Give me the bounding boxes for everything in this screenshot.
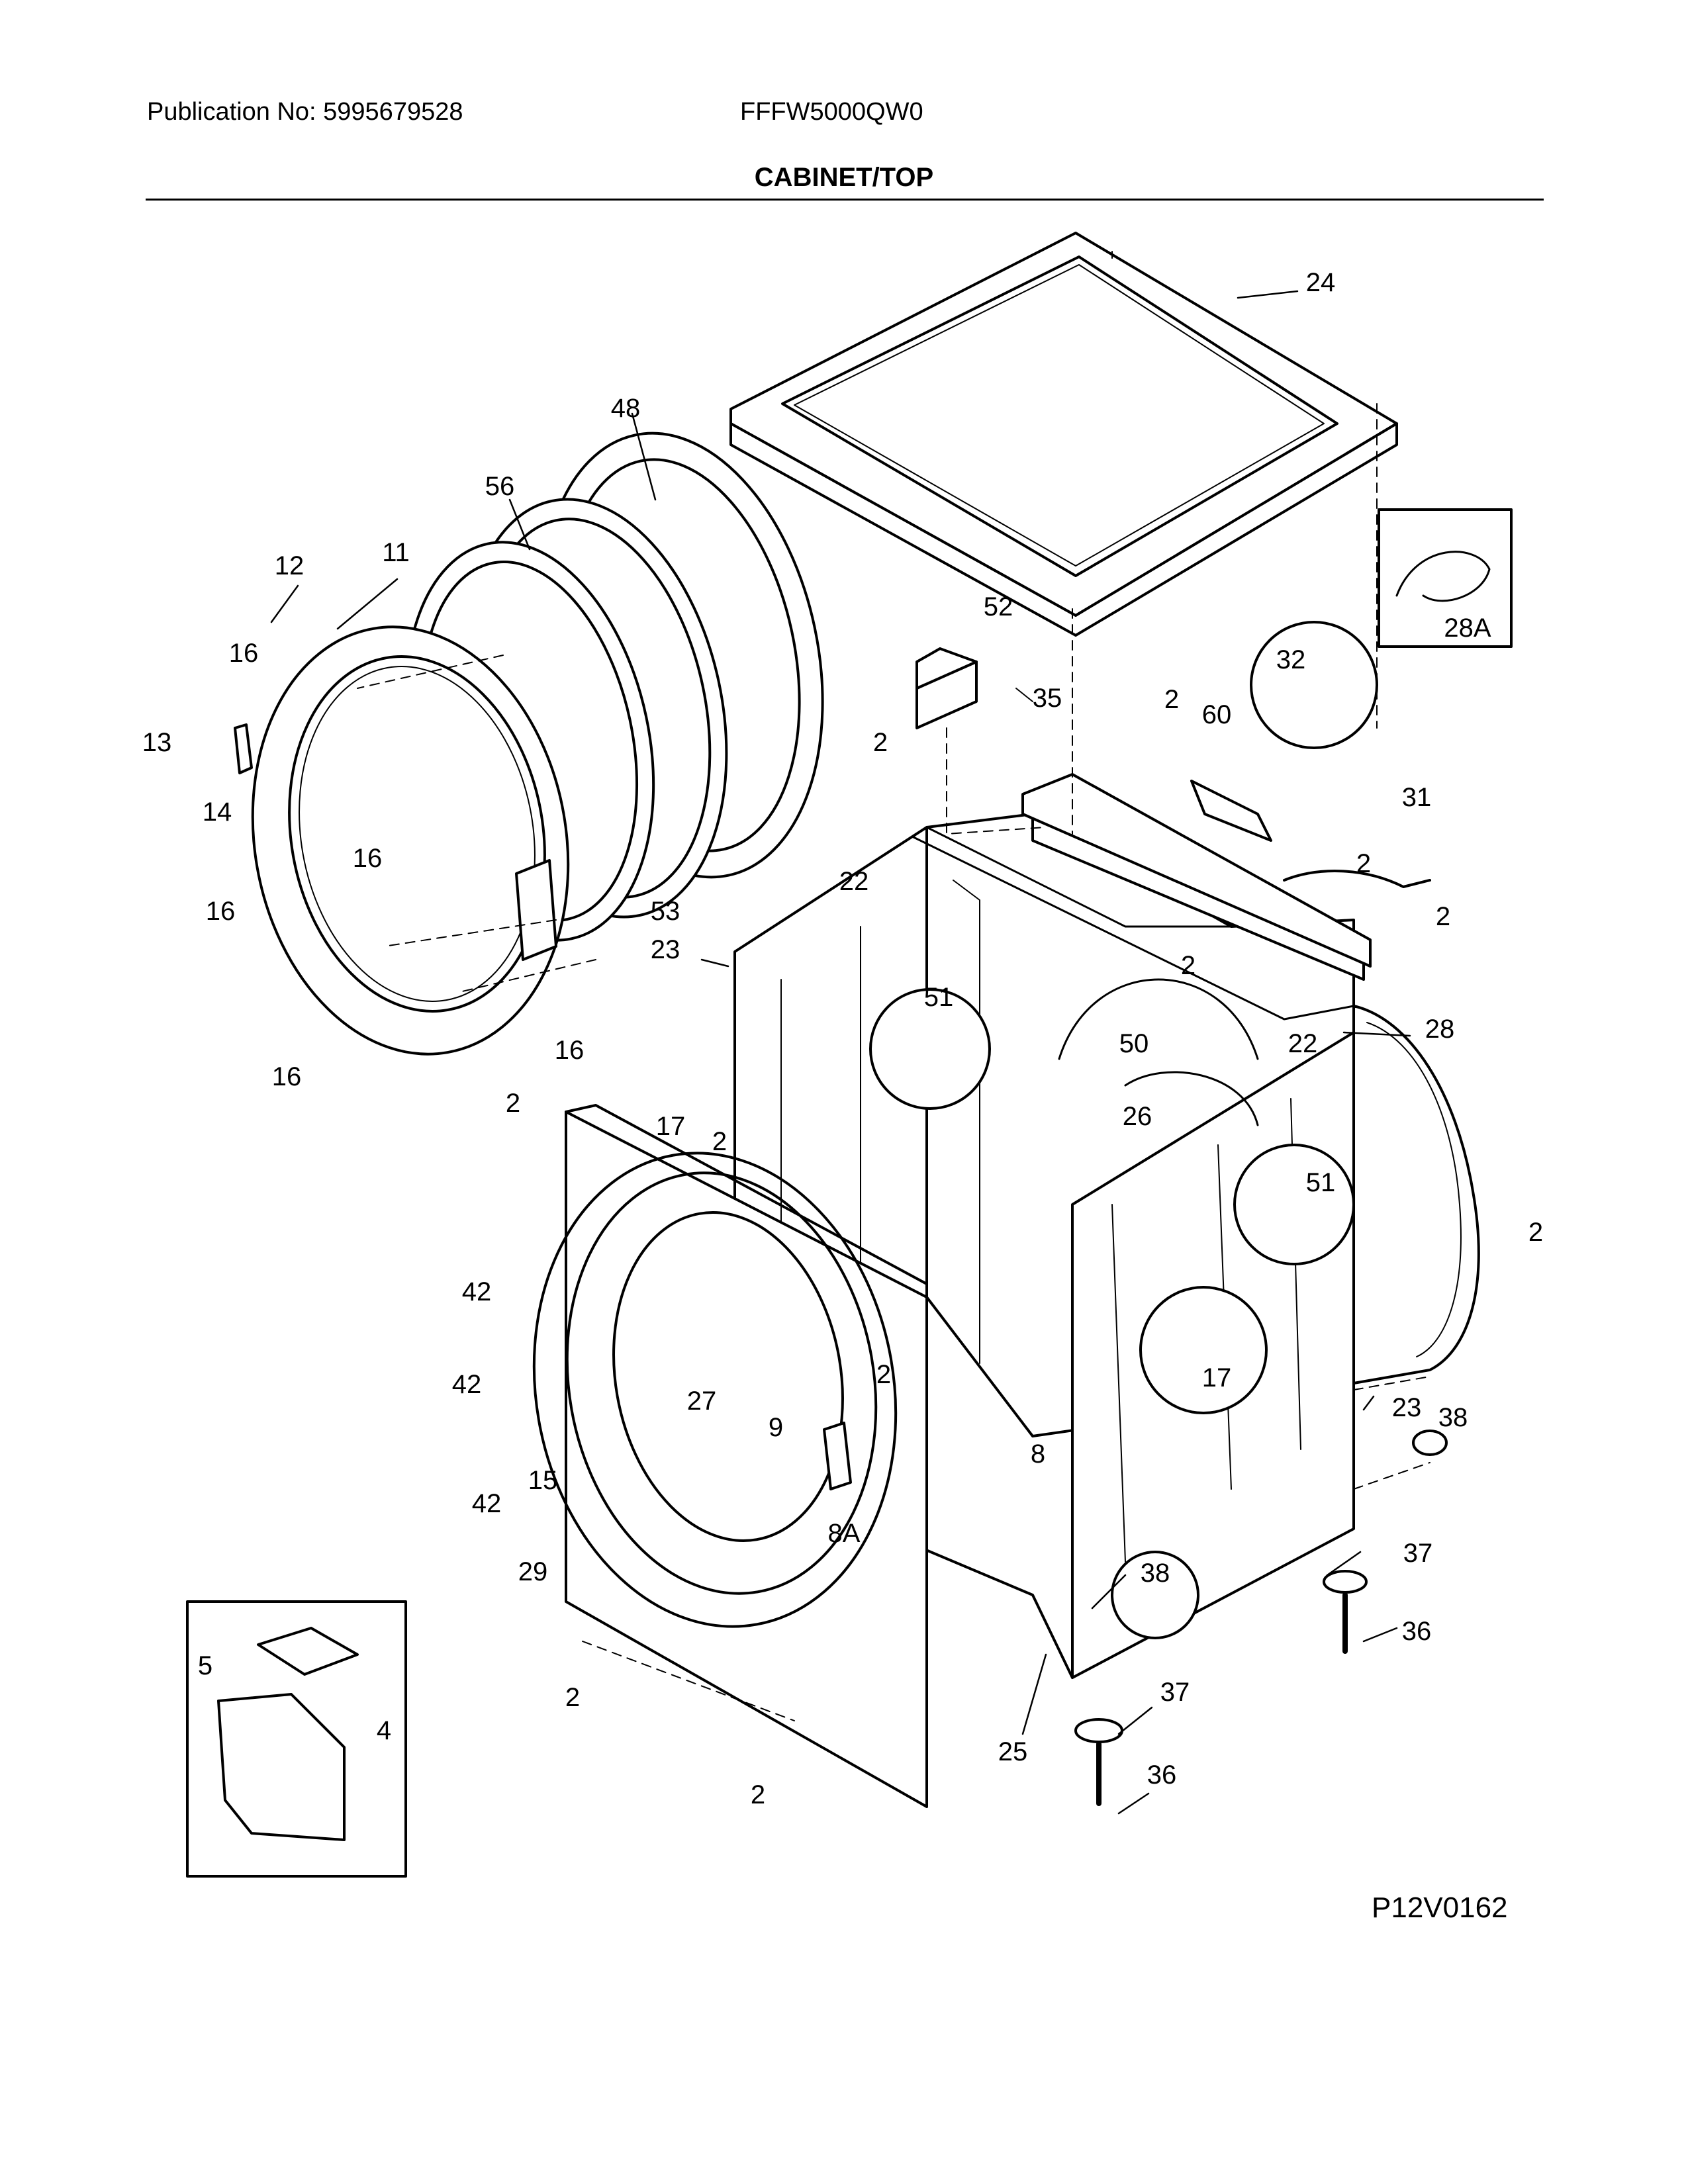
callout-2: 2: [1356, 849, 1371, 878]
callout-16: 16: [272, 1062, 302, 1091]
callout-38: 38: [1141, 1559, 1170, 1588]
callout-13: 13: [142, 728, 172, 757]
callout-9: 9: [769, 1413, 783, 1442]
callout-16: 16: [229, 639, 259, 668]
callout-2: 2: [873, 728, 888, 757]
header-rule: [146, 199, 1544, 201]
callout-23: 23: [651, 935, 680, 964]
door-assembly: [234, 432, 824, 1056]
diagram-reference: P12V0162: [1372, 1891, 1508, 1924]
callout-38: 38: [1438, 1403, 1468, 1432]
callout-42: 42: [472, 1489, 502, 1518]
callout-36: 36: [1402, 1617, 1432, 1646]
callout-8a: 8A: [828, 1519, 861, 1548]
callout-35: 35: [1033, 684, 1062, 713]
callout-15: 15: [528, 1466, 558, 1495]
callout-2: 2: [1181, 951, 1196, 980]
callout-24: 24: [1306, 268, 1336, 297]
detail-circle-51-left: [869, 988, 991, 1110]
callout-31: 31: [1402, 783, 1432, 812]
callout-28: 28: [1425, 1015, 1455, 1044]
detail-circle-51-right: [1233, 1144, 1355, 1265]
inset-28a-box: [1378, 508, 1513, 648]
callout-4: 4: [377, 1716, 391, 1745]
callout-25: 25: [998, 1737, 1028, 1766]
callout-2: 2: [565, 1683, 580, 1712]
leveling-feet: [1074, 1430, 1448, 1806]
callout-32: 32: [1276, 645, 1306, 674]
alignment-lines: [357, 251, 1430, 1721]
callout-29: 29: [518, 1557, 548, 1586]
callout-8: 8: [1031, 1439, 1045, 1469]
callout-14: 14: [203, 797, 232, 827]
callout-28a: 28A: [1444, 614, 1491, 643]
back-cover: [1352, 1005, 1480, 1385]
callout-23: 23: [1392, 1393, 1422, 1422]
callout-37: 37: [1160, 1678, 1190, 1707]
callout-17: 17: [1202, 1363, 1232, 1392]
callout-2: 2: [506, 1089, 520, 1118]
callout-53: 53: [651, 897, 680, 926]
callout-2: 2: [1436, 902, 1450, 931]
publication-number: Publication No: 5995679528: [147, 98, 463, 126]
callout-27: 27: [687, 1387, 717, 1416]
callout-16: 16: [206, 897, 236, 926]
top-bracket: [915, 647, 1431, 968]
callout-22: 22: [839, 867, 869, 896]
callout-37: 37: [1403, 1539, 1433, 1568]
callout-2: 2: [1164, 685, 1179, 714]
detail-circle-38: [1111, 1551, 1199, 1639]
callout-16: 16: [555, 1036, 585, 1065]
detail-circle-32: [1250, 621, 1378, 749]
callout-56: 56: [485, 472, 515, 501]
callout-12: 12: [275, 551, 305, 580]
top-panel: [729, 232, 1398, 637]
callout-17: 17: [656, 1112, 686, 1141]
callout-2: 2: [876, 1360, 891, 1389]
front-panel: [532, 1104, 928, 1808]
callout-51: 51: [924, 983, 954, 1012]
page-title: CABINET/TOP: [754, 163, 934, 192]
callout-11: 11: [382, 538, 410, 567]
model-number: FFFW5000QW0: [740, 98, 923, 126]
callout-36: 36: [1147, 1760, 1177, 1790]
callout-22: 22: [1288, 1029, 1318, 1058]
callout-5: 5: [198, 1651, 212, 1680]
callout-50: 50: [1119, 1029, 1149, 1058]
callout-2: 2: [1528, 1218, 1543, 1247]
callout-51: 51: [1306, 1168, 1336, 1197]
callout-42: 42: [462, 1277, 492, 1306]
inset-4-5-box: [186, 1600, 407, 1878]
callout-42: 42: [452, 1370, 482, 1399]
leader-lines: [270, 290, 1411, 1815]
callout-52: 52: [984, 592, 1013, 621]
callout-48: 48: [611, 394, 641, 423]
detail-circle-17: [1139, 1286, 1268, 1414]
callout-60: 60: [1202, 700, 1232, 729]
callout-16: 16: [353, 844, 383, 873]
callout-2: 2: [712, 1127, 727, 1156]
callout-26: 26: [1123, 1102, 1152, 1131]
callout-2: 2: [751, 1780, 765, 1809]
